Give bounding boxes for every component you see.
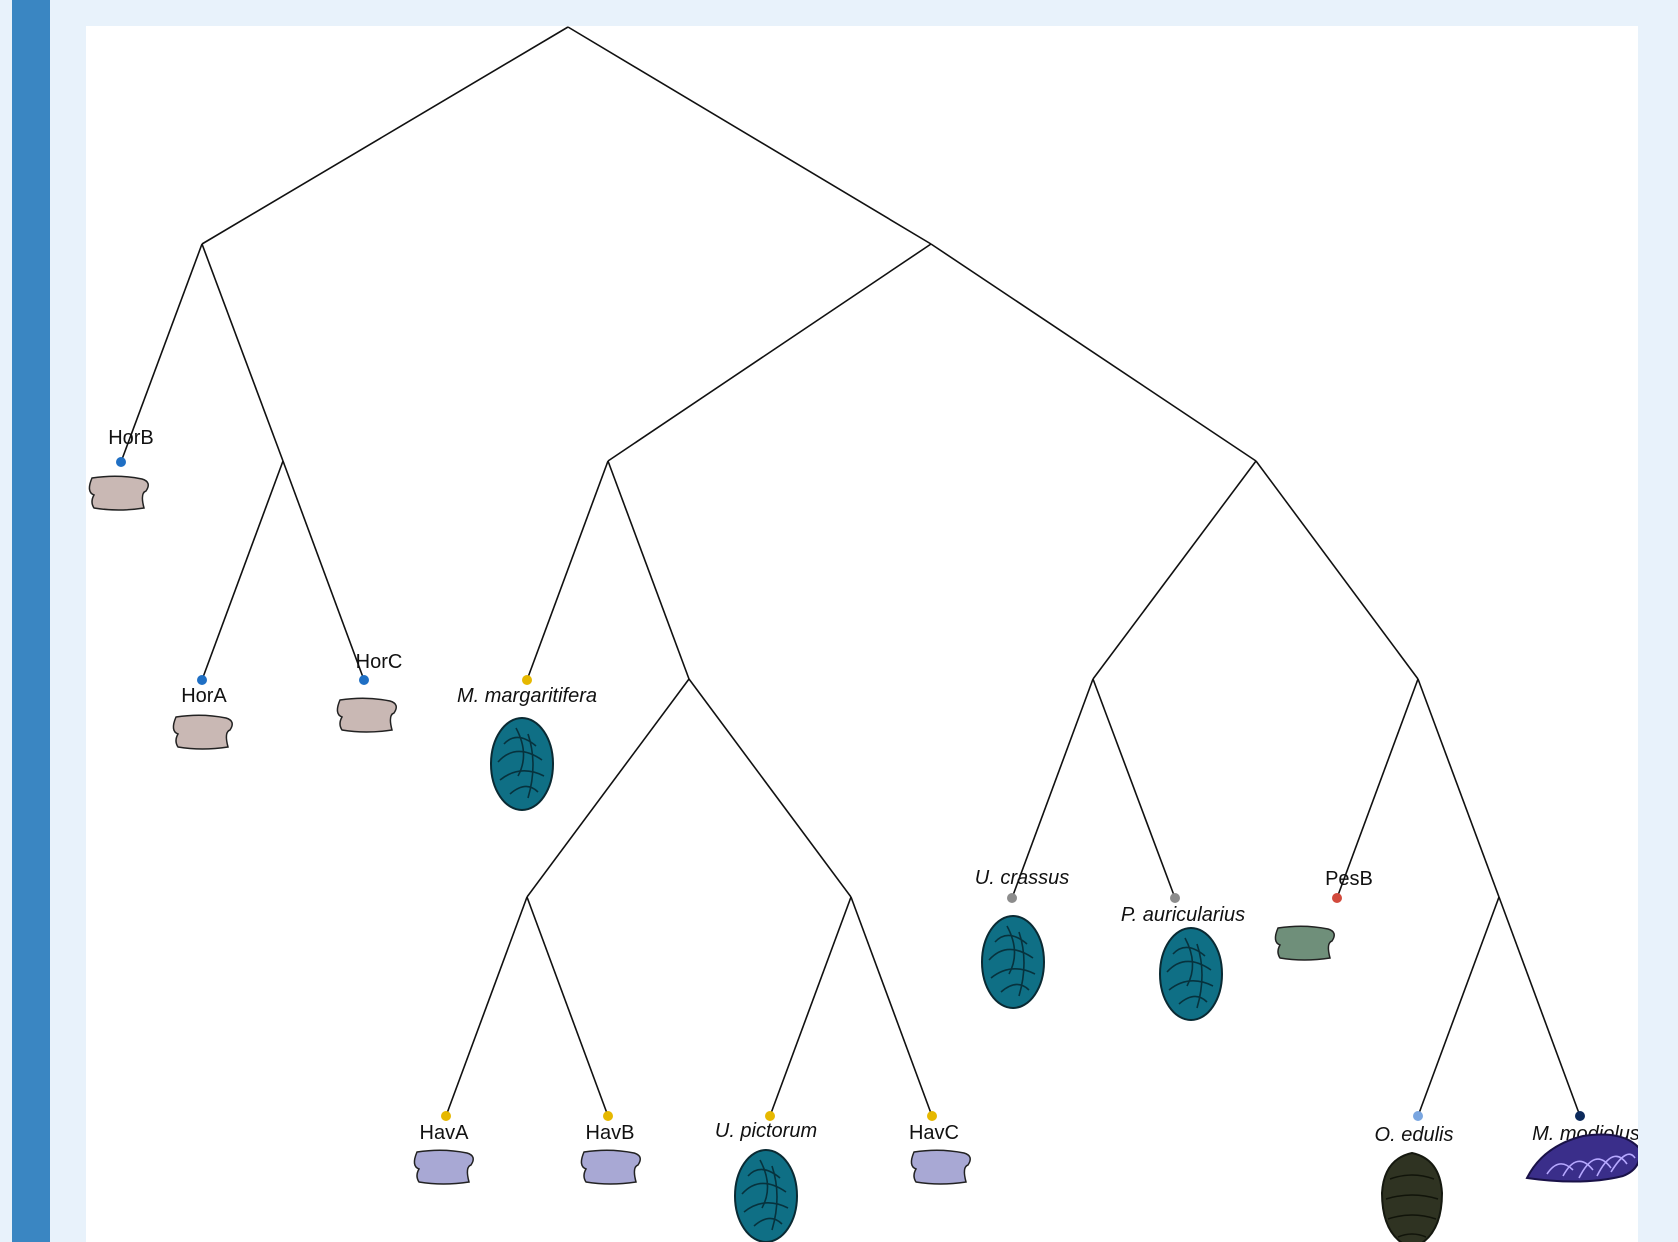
rock-icon [88,475,149,511]
tree-edge-R2RR-oedul [1417,896,1500,1117]
leaf-upict: U. pictorum [715,1111,817,1242]
tree-edge-root-R [567,26,932,245]
leaf-label: HorB [108,427,154,449]
horse-mussel-icon [1525,1133,1638,1183]
leaf-horb: HorB [88,427,154,511]
tree-edge-R-R2 [930,243,1257,462]
rock-icon [336,697,397,733]
tip-dot [1575,1111,1585,1121]
leaf-oedul: O. edulis [1375,1111,1454,1242]
tree-edge-root-L [201,26,569,245]
tree-edge-R1L-havb [526,896,609,1117]
leaf-label: U. pictorum [715,1120,817,1142]
leaf-label: O. edulis [1375,1124,1454,1146]
rock-icon [910,1149,971,1185]
leaf-label: HavC [909,1122,959,1144]
tip-dot [1332,893,1342,903]
leaf-horc: HorC [336,651,403,733]
leaf-label: M. margaritifera [457,685,597,707]
leaf-pesb: PesB [1274,868,1373,961]
leaf-label: HavA [420,1122,470,1144]
leaf-pauric: P. auricularius [1121,893,1245,1021]
tree-edge-L-horb [120,243,203,463]
leaf-label: HavB [586,1122,635,1144]
mussel-shell-icon [734,1149,798,1242]
tree-edge-R2L-ucrass [1011,678,1094,899]
rock-icon [1274,925,1335,961]
tree-edge-R2R-R2RR [1417,678,1500,898]
rock-icon [413,1149,474,1185]
tip-dot [522,675,532,685]
tip-dot [197,675,207,685]
tree-edge-R2-R2L [1092,460,1257,680]
tree-edge-R1-mmarg [526,460,609,681]
leaf-label: PesB [1325,868,1373,890]
tip-dot [441,1111,451,1121]
leaf-mmodi: M. modiolus [1525,1111,1638,1183]
leaf-hava: HavA [413,1111,474,1185]
tree-edge-R1-R1b [607,460,690,680]
tree-edge-R1b-R1R [688,678,852,898]
tree-edge-R1R-havc [850,896,933,1117]
leaf-mmarg: M. margaritifera [457,675,597,811]
leaf-label: P. auricularius [1121,904,1245,926]
tip-dot [603,1111,613,1121]
mussel-shell-icon [490,717,554,811]
tree-edge-R2-R2R [1255,460,1419,680]
tip-dot [1170,893,1180,903]
leaf-havc: HavC [909,1111,971,1185]
tip-dot [116,457,126,467]
leaf-ucrass: U. crassus [975,867,1069,1009]
mussel-shell-icon [981,915,1045,1009]
tree-edges [120,26,1581,1117]
tree-edge-R-R1 [607,243,932,462]
tree-edge-R1R-upict [769,896,852,1117]
mussel-shell-icon [1159,927,1223,1021]
tip-dot [765,1111,775,1121]
tip-dot [359,675,369,685]
tip-dot [1413,1111,1423,1121]
leaf-label: HorC [356,651,403,673]
tree-edge-R2R-pesb [1336,678,1419,899]
tree-edge-L-Lsub [201,243,284,462]
accent-sidebar-bar [12,0,50,1242]
leaf-label: U. crassus [975,867,1069,889]
tree-edge-R1L-hava [445,896,528,1117]
tree-edge-Lsub-horc [282,460,365,681]
leaf-hora: HorA [172,675,233,750]
tree-edge-Lsub-hora [201,460,284,681]
leaf-havb: HavB [580,1111,641,1185]
rock-icon [580,1149,641,1185]
tree-edge-R2RR-mmodi [1498,896,1581,1117]
tree-edge-R2L-pauric [1092,678,1176,899]
rock-icon [172,714,233,750]
tip-dot [1007,893,1017,903]
leaf-label: HorA [181,685,227,707]
tree-edge-R1b-R1L [526,678,690,898]
oyster-shell-icon [1380,1151,1444,1242]
tip-dot [927,1111,937,1121]
